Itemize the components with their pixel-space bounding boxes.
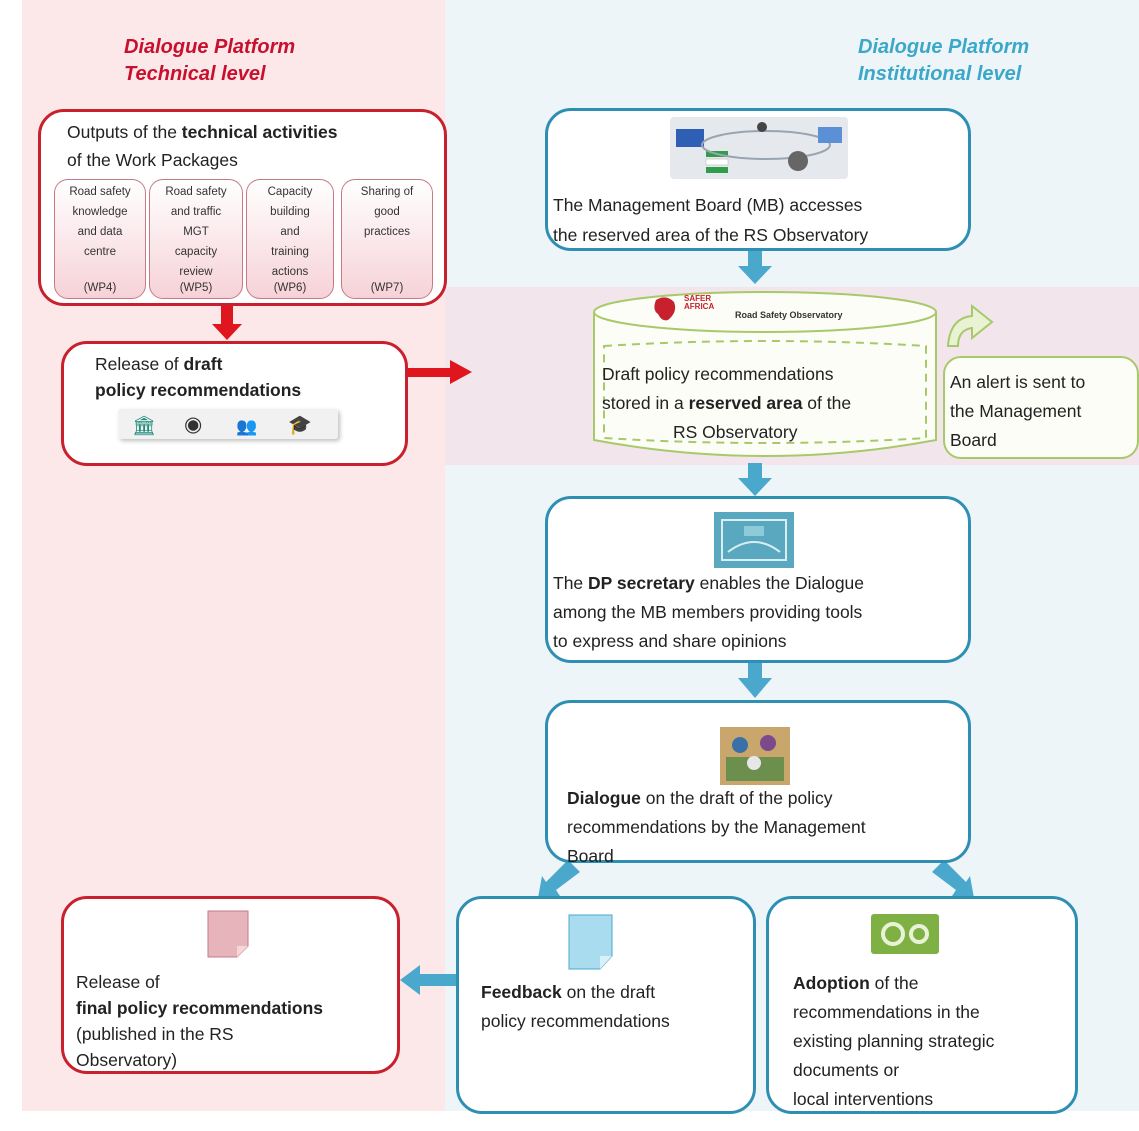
observatory-line2: stored in a reserved area of the (602, 393, 852, 413)
safer-africa-logo: SAFER AFRICA (684, 294, 715, 311)
dialogue-line1: Dialogue on the draft of the policy (567, 788, 833, 808)
arrow-secretary-to-dialogue (738, 663, 772, 698)
institutional-level-title: Dialogue Platform Institutional level (858, 34, 1029, 88)
secretary-box: The DP secretary enables the Dialogue am… (545, 496, 971, 663)
graduation-cap-icon: 🎓 (288, 415, 312, 436)
wp4-code: (WP4) (83, 282, 117, 294)
alert-line2: the Management (950, 401, 1082, 421)
policy-icons-strip: 🏛 ◉ 👥 🎓 (118, 409, 338, 439)
alert-arrow-icon (946, 303, 994, 347)
institutional-title-line2: Institutional level (858, 63, 1022, 85)
wp6-code: (WP6) (273, 282, 307, 294)
document-icon (207, 910, 249, 958)
technical-level-title: Dialogue Platform Technical level (124, 34, 295, 88)
wp7-card: Sharing of good practices (WP7) (341, 179, 433, 299)
adoption-gears-icon (871, 914, 939, 954)
outputs-line2: of the Work Packages (67, 150, 238, 170)
feedback-line1: Feedback on the draft (481, 982, 656, 1002)
arrow-dialogue-to-adoption (932, 860, 974, 898)
final-line4: Observatory) (76, 1050, 178, 1070)
arrow-release-to-observatory (405, 360, 472, 384)
institutional-title-line1: Dialogue Platform (858, 36, 1030, 58)
dialogue-line3: Board (567, 846, 614, 866)
secretary-line2: among the MB members providing tools (553, 602, 863, 622)
arrow-mb-to-observatory (738, 251, 772, 284)
secretary-line1: The DP secretary enables the Dialogue (553, 573, 865, 593)
wp4-card: Road safety knowledge and data centre (W… (54, 179, 146, 299)
adoption-line2: recommendations in the (793, 1002, 980, 1022)
adoption-line5: local interventions (793, 1089, 934, 1109)
alert-line1: An alert is sent to (950, 372, 1086, 392)
arrow-feedback-to-final (400, 965, 458, 995)
wp7-code: (WP7) (370, 282, 404, 294)
feedback-box: Feedback on the draft policy recommendat… (456, 896, 756, 1114)
feedback-document-icon (568, 914, 613, 970)
alert-box: An alert is sent to the Management Board (943, 356, 1139, 459)
arrow-dialogue-to-feedback (538, 860, 580, 898)
globe-icon: ◉ (184, 413, 203, 436)
management-board-image (670, 117, 848, 179)
technical-title-line1: Dialogue Platform (124, 36, 296, 58)
release-draft-line1: Release of draft (95, 354, 223, 374)
final-policy-box: Release of final policy recommendations … (61, 896, 400, 1074)
institution-icon: 🏛 (132, 416, 157, 437)
observatory-line1: Draft policy recommendations (602, 364, 834, 384)
observatory-line3: RS Observatory (673, 422, 798, 442)
final-line1: Release of (76, 972, 160, 992)
dialogue-box: Dialogue on the draft of the policy reco… (545, 700, 971, 866)
observatory-label: Road Safety Observatory (735, 310, 843, 320)
final-line3: (published in the RS (76, 1024, 234, 1044)
final-line2: final policy recommendations (76, 998, 323, 1018)
dialogue-line2: recommendations by the Management (567, 817, 866, 837)
dialogue-photo-image (720, 727, 790, 785)
wp5-code: (WP5) (179, 282, 213, 294)
alert-line3: Board (950, 430, 997, 450)
adoption-box: Adoption of the recommendations in the e… (766, 896, 1078, 1114)
arrow-observatory-to-secretary (738, 463, 772, 496)
management-board-box: The Management Board (MB) accesses the r… (545, 108, 971, 251)
wp6-card: Capacity building and training actions (… (246, 179, 334, 299)
arrow-outputs-to-release (212, 304, 242, 340)
release-draft-box: Release of draft policy recommendations … (61, 341, 408, 466)
release-draft-line2: policy recommendations (95, 380, 302, 400)
meeting-room-image (714, 512, 794, 568)
wp5-card: Road safety and traffic MGT capacity rev… (149, 179, 243, 299)
outputs-box: Outputs of the technical activities of t… (38, 109, 447, 306)
mb-line2: the reserved area of the RS Observatory (553, 225, 869, 245)
adoption-line4: documents or (793, 1060, 900, 1080)
mb-line1: The Management Board (MB) accesses (553, 195, 863, 215)
outputs-line1: Outputs of the technical activities (67, 122, 338, 142)
technical-title-line2: Technical level (124, 63, 266, 85)
africa-logo-icon (654, 297, 676, 321)
adoption-line3: existing planning strategic (793, 1031, 995, 1051)
adoption-line1: Adoption of the (793, 973, 919, 993)
people-icon: 👥 (236, 417, 258, 436)
feedback-line2: policy recommendations (481, 1011, 670, 1031)
secretary-line3: to express and share opinions (553, 631, 787, 651)
observatory-cylinder (593, 291, 937, 457)
